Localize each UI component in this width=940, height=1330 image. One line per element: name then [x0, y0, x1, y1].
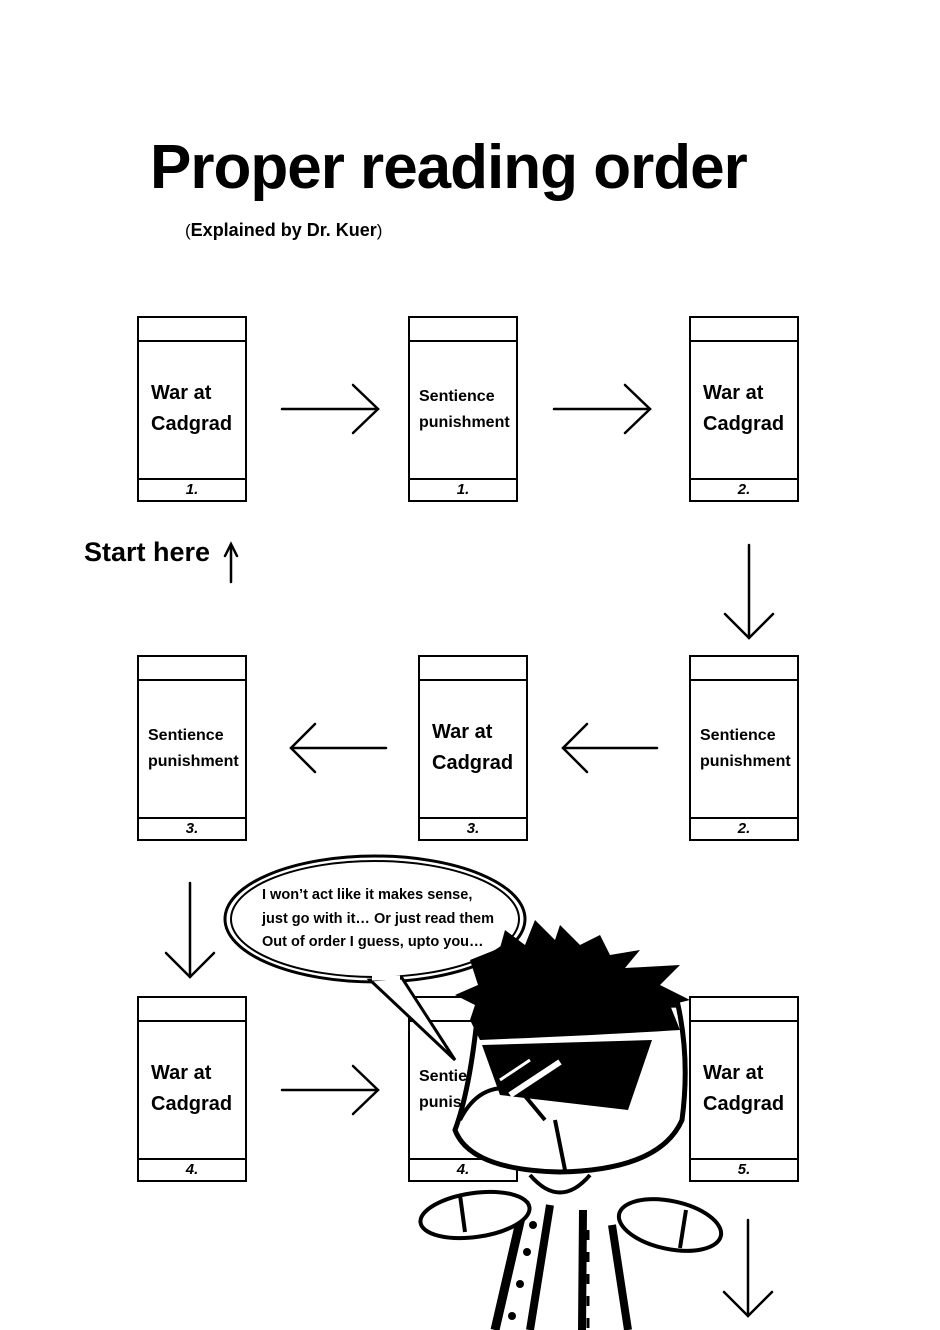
arrow-right-icon [280, 383, 380, 435]
book-volume: 3. [139, 817, 245, 839]
arrow-down-icon [164, 881, 216, 979]
subtitle-text: Explained by Dr. Kuer [190, 220, 377, 240]
speech-line-2: just go with it… Or just read them [262, 910, 495, 927]
arrow-left-icon [289, 722, 388, 774]
speech-line-1: I won’t act like it makes sense, [262, 887, 473, 903]
book-spine-top [691, 318, 797, 342]
book-volume: 2. [691, 817, 797, 839]
arrow-left-icon [561, 722, 659, 774]
book-volume: 5. [691, 1158, 797, 1180]
speech-bubble [223, 854, 527, 1062]
dr-kuer-character [418, 920, 724, 1330]
subtitle-open-paren: ( [185, 221, 191, 240]
subtitle: (Explained by Dr. Kuer) [185, 220, 382, 241]
book-spine-top [420, 657, 526, 681]
book-spine-top [139, 318, 245, 342]
arrow-down-icon [723, 543, 775, 640]
book-volume: 2. [691, 478, 797, 500]
speech-bubble-text: I won’t act like it makes sense, just go… [262, 884, 494, 955]
book-spine-top [410, 998, 516, 1022]
book-volume: 4. [139, 1158, 245, 1180]
book-spine-top [139, 998, 245, 1022]
book-volume: 3. [420, 817, 526, 839]
book-spine-top [691, 657, 797, 681]
start-here-label: Start here [84, 537, 211, 567]
book-spine-top [691, 998, 797, 1022]
subtitle-close-paren: ) [376, 221, 383, 240]
arrow-down-icon [722, 1218, 774, 1318]
speech-line-3: Out of order I guess, upto you… [262, 934, 484, 950]
book-volume: 4. [410, 1158, 516, 1180]
book-spine-top [139, 657, 245, 681]
page-title: Proper reading order [150, 133, 748, 202]
book-volume: 1. [139, 478, 245, 500]
book-spine-top [410, 318, 516, 342]
arrow-right-icon [552, 383, 652, 435]
arrow-up-icon [223, 541, 239, 584]
arrow-right-icon [280, 1064, 380, 1116]
book-volume: 1. [410, 478, 516, 500]
